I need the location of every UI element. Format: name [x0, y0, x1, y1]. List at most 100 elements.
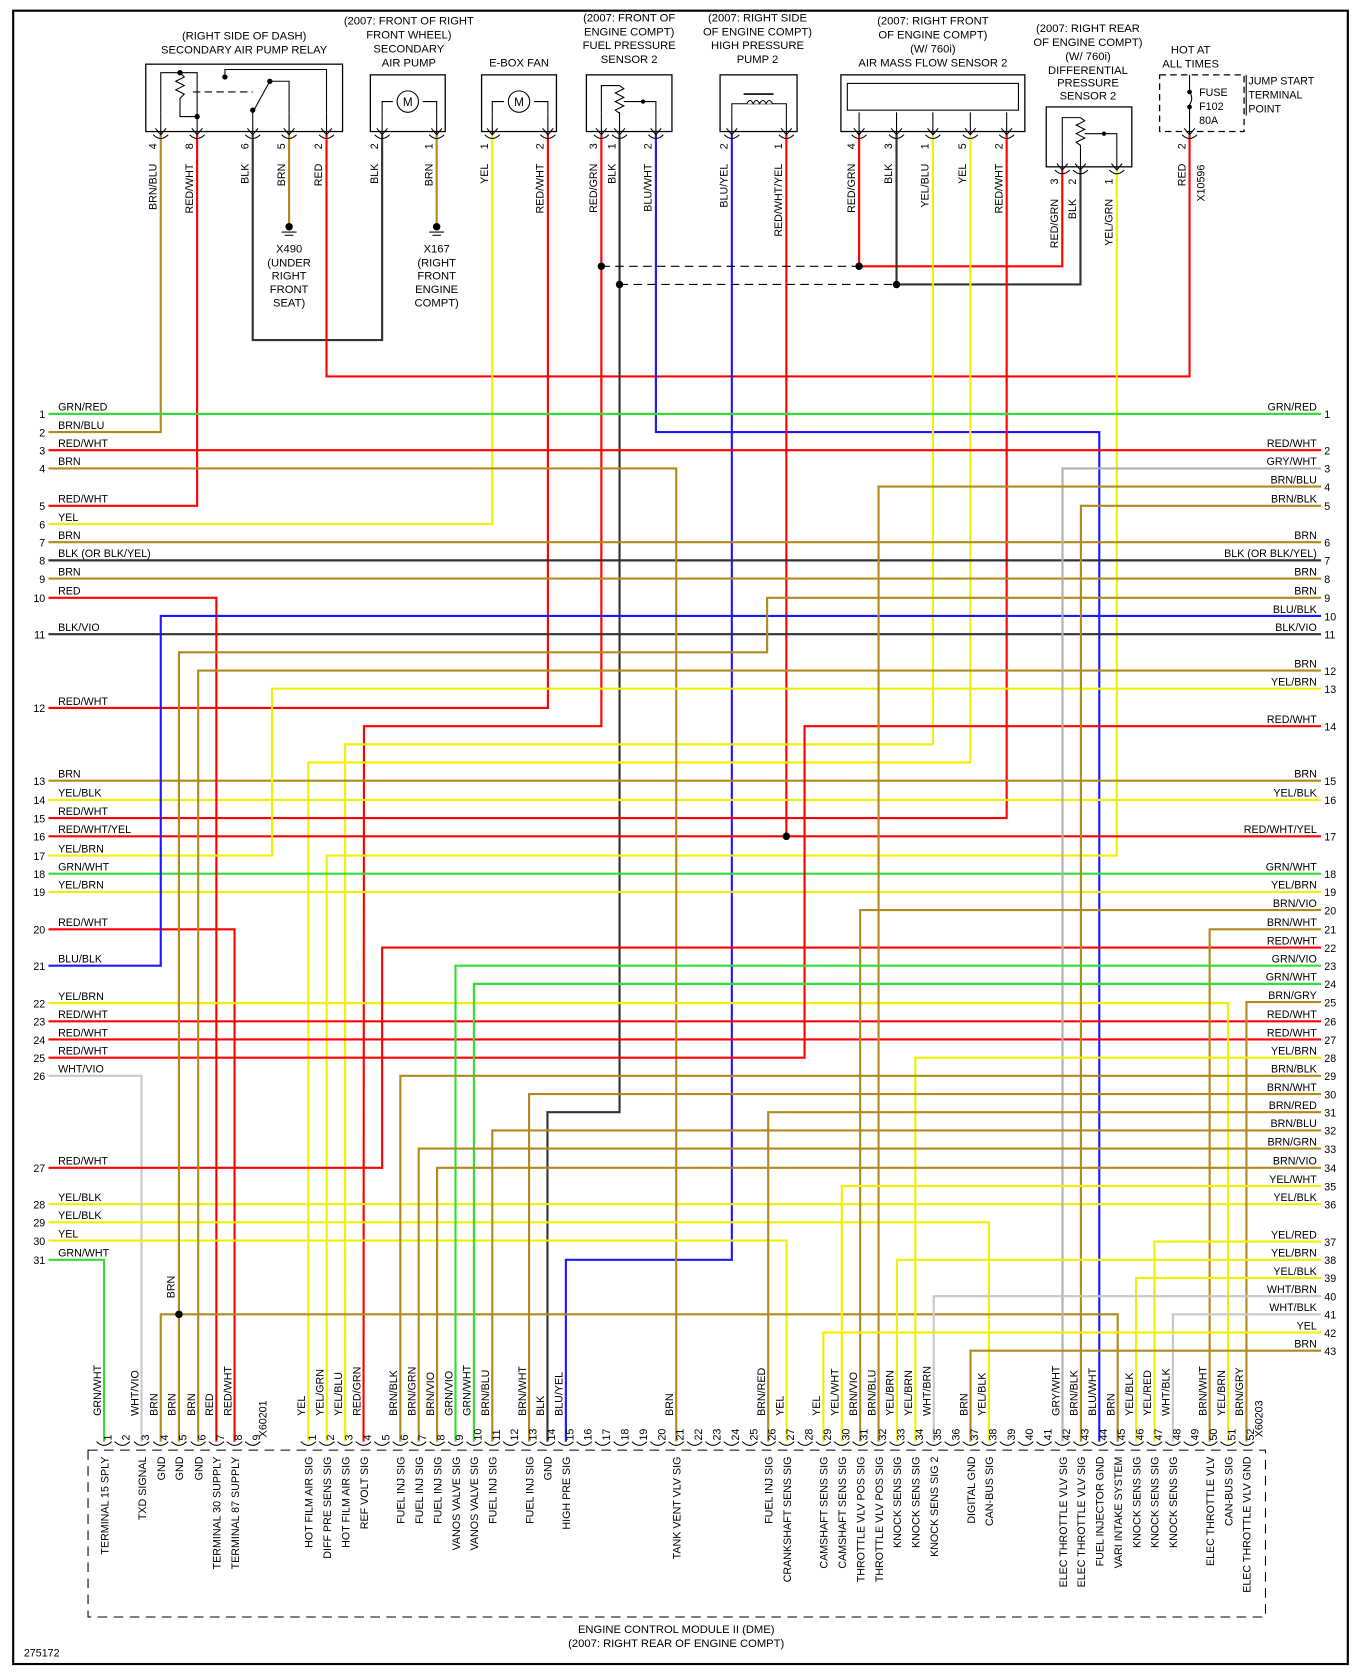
ecm-pin-socket: [152, 1441, 169, 1446]
ecm-pin-number: 40: [1024, 1429, 1036, 1441]
ecm-pin-wire: BRN: [149, 1393, 161, 1416]
pin-socket: [925, 134, 941, 140]
left-row-number: 10: [33, 593, 45, 605]
ecm-pin-socket: [815, 1441, 832, 1446]
ecm-pin-number: 19: [638, 1429, 650, 1441]
pin-number: 1: [920, 143, 932, 149]
right-row-label: BRN/VIO: [1273, 898, 1317, 910]
right-row-number: 36: [1324, 1199, 1336, 1211]
wire: [307, 134, 972, 1442]
wire-color-label: BRN: [276, 164, 288, 187]
ecm-pin-socket: [741, 1441, 758, 1446]
component-title: (2007: FRONT OF: [583, 12, 675, 24]
component-title: OF ENGINE COMPT): [878, 29, 987, 41]
pin-number: 2: [313, 143, 325, 149]
pin-arrow: [376, 127, 388, 136]
ecm-pin-function: TXD SIGNAL: [137, 1457, 149, 1521]
wire: [895, 134, 1082, 286]
ecm-pin-function: HOT FILM AIR SIG: [304, 1457, 316, 1548]
ecm-pin-number: 44: [1098, 1429, 1110, 1441]
ecm-pin-number: 28: [803, 1429, 815, 1441]
ecm-pin-function: CAMSHAFT SENS SIG: [819, 1457, 831, 1569]
wire: [197, 669, 1322, 1442]
ecm-pin-function: DIFF PRE SENS SIG: [322, 1457, 334, 1559]
right-row-number: 6: [1324, 537, 1330, 549]
pin-arrow: [542, 127, 554, 136]
ecm-pin-wire: YEL: [296, 1396, 308, 1416]
right-row-number: 31: [1324, 1107, 1336, 1119]
left-row-label: RED/WHT: [58, 1027, 108, 1039]
ecm-pin-socket: [392, 1441, 409, 1446]
ecm-pin-function: CAN-BUS SIG: [984, 1457, 996, 1526]
ecm-pin-function: KNOCK SENS SIG: [1168, 1457, 1180, 1548]
wire: [251, 134, 384, 342]
pin-number: 1: [606, 143, 618, 149]
ecm-pin-number: 7: [417, 1435, 429, 1441]
component-title: (2007: RIGHT SIDE: [708, 12, 807, 24]
pin-number: 3: [883, 143, 895, 149]
right-row-label: BRN/GRY: [1268, 990, 1317, 1002]
pin-socket: [428, 134, 445, 140]
left-row-number: 14: [33, 795, 45, 807]
splice-dot: [175, 1310, 183, 1319]
ecm-pin-number: 16: [583, 1429, 595, 1441]
left-row-number: 15: [33, 813, 45, 825]
component-title: FRONT WHEEL): [366, 29, 451, 41]
ecm-pin-socket: [355, 1441, 372, 1446]
splice-dot: [782, 832, 791, 841]
ecm-pin-socket: [668, 1441, 685, 1446]
pin-number: 1: [423, 143, 435, 149]
wire: [767, 1111, 1322, 1442]
ecm-pin-wire: YEL: [774, 1396, 786, 1416]
left-row-label: BRN: [58, 768, 81, 780]
ecm-pin-wire: YEL/BRN: [903, 1370, 915, 1416]
right-row-number: 38: [1324, 1255, 1336, 1267]
left-row-number: 2: [39, 427, 45, 439]
wire-color-label: RED/WHT/YEL: [773, 164, 785, 237]
pin-arrow: [430, 127, 443, 136]
wire: [822, 1331, 1322, 1442]
pin-socket: [189, 134, 205, 140]
wiper-lead: [623, 101, 657, 113]
ecm-pin-socket: [208, 1441, 225, 1446]
relay-component: (RIGHT SIDE OF DASH)SECONDARY AIR PUMP R…: [145, 31, 344, 213]
pin-socket: [1181, 134, 1198, 140]
wire: [48, 1221, 990, 1442]
ecm-pin-number: 18: [620, 1429, 632, 1441]
pin-socket: [723, 134, 740, 140]
ecm-pin-function: KNOCK SENS SIG: [1150, 1457, 1162, 1548]
component-title: PRESSURE: [1057, 78, 1119, 90]
ecm-pin-number: 33: [895, 1429, 907, 1441]
right-row-label: BRN/BLK: [1271, 494, 1318, 506]
right-row-number: 40: [1324, 1291, 1336, 1303]
pin-number: 1: [1104, 179, 1116, 185]
ecm-pin-socket: [649, 1441, 666, 1446]
wire-color-label: BLK: [883, 163, 895, 184]
relay-node: [222, 74, 228, 80]
left-row-number: 27: [33, 1163, 45, 1175]
ecm-pin-socket: [171, 1441, 187, 1446]
ecm-pin-function: TANK VENT VLV SIG: [672, 1457, 684, 1560]
left-row-number: 19: [33, 887, 45, 899]
ecm-pin-socket: [447, 1441, 464, 1446]
ecm-pin-number: 52: [1245, 1429, 1257, 1441]
component-title: ALL TIMES: [1162, 58, 1219, 70]
ecm-pin-wire: BRN/GRY: [1234, 1367, 1246, 1416]
ecm-pin-number: 2: [121, 1435, 133, 1441]
wire-color-label: YEL/BLU: [920, 164, 932, 208]
ecm-pin-function: ELEC THROTTLE VLV: [1205, 1456, 1217, 1566]
left-row-label: BRN: [58, 530, 81, 542]
wire-color-label: RED/WHT: [535, 163, 547, 213]
ecm-pin-number: 13: [528, 1429, 540, 1441]
ecm-pin-wire: BRN: [186, 1393, 198, 1416]
right-row-number: 29: [1324, 1071, 1336, 1083]
left-row-label: RED/WHT: [58, 806, 108, 818]
ecm-pin-socket: [133, 1441, 150, 1446]
pin-socket: [1108, 169, 1125, 175]
connector-id: X60203: [1253, 1400, 1265, 1437]
left-row-number: 28: [33, 1199, 45, 1211]
pin-socket: [244, 134, 261, 140]
wire-color-label: BLK: [239, 163, 251, 184]
